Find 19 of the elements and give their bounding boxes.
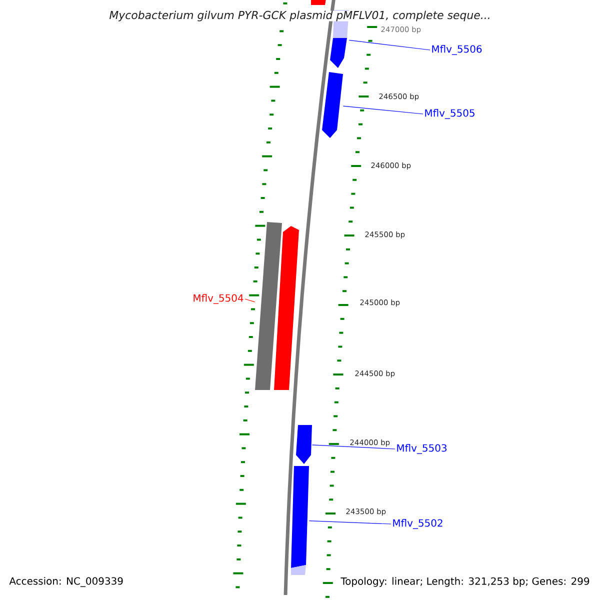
gene-label: Mflv_5504 [194, 294, 244, 304]
gene-block [296, 425, 312, 464]
gene-block [291, 466, 309, 575]
gene-label: Mflv_5505 [425, 109, 474, 119]
info-text: Topology: linear; Length: 321,253 bp; Genes: 299 [340, 577, 590, 587]
leader-line [348, 40, 430, 50]
gene-label: Mflv_5503 [397, 444, 446, 454]
gene-block [255, 222, 282, 390]
gene-label: Mflv_5506 [432, 45, 482, 55]
gene-block [322, 72, 343, 138]
title: Mycobacterium gilvum PYR-GCK plasmid pMFLV01, complete seque... [109, 10, 491, 22]
leader-line [312, 444, 396, 450]
gene-block [311, 0, 326, 5]
gene-block [274, 226, 299, 390]
leader-line [244, 298, 256, 302]
leader-line [342, 106, 424, 114]
gene-label: Mflv_5502 [393, 519, 442, 529]
leader-line [308, 520, 392, 524]
info-text: Accession: NC_009339 [9, 577, 123, 587]
